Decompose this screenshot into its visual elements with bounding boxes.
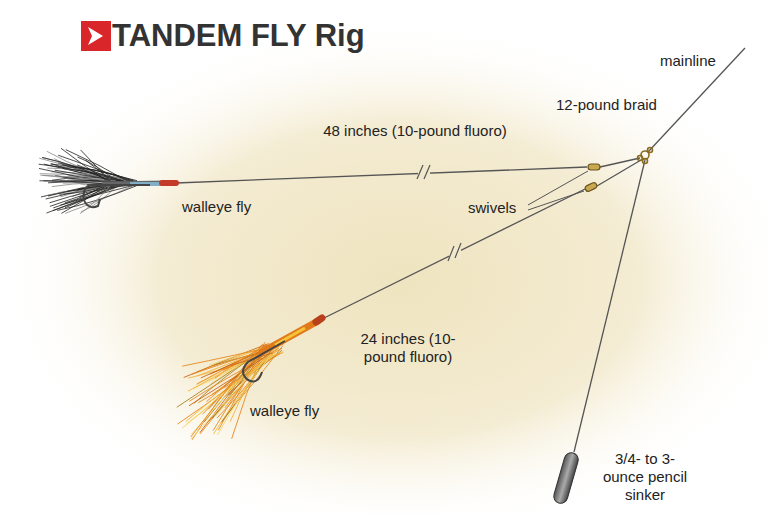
walleye-fly-orange <box>177 318 322 440</box>
swivels-leader <box>528 191 584 210</box>
break-mark <box>417 165 423 179</box>
diagram-title: TANDEM FLY Rig <box>112 19 365 53</box>
fly-rib <box>275 328 305 345</box>
hair-stroke <box>58 163 137 181</box>
hair-stroke <box>42 157 113 182</box>
background-wash <box>0 20 770 513</box>
fly-body <box>262 321 318 352</box>
sinker-dropper <box>574 160 645 452</box>
hair-stroke <box>197 345 268 384</box>
part-label: walleye fly <box>182 198 277 216</box>
break-gap <box>418 166 430 178</box>
swivel-arm <box>597 160 641 186</box>
logo-chevron <box>88 27 103 45</box>
break-mark <box>424 165 430 179</box>
break-mark <box>448 246 454 261</box>
three-way-swivel <box>643 159 648 164</box>
part-label: 48 inches (10-pound fluoro) <box>290 122 540 140</box>
part-label: walleye fly <box>250 402 345 420</box>
break-mark <box>455 243 461 258</box>
pencil-sinker <box>552 451 580 505</box>
hair-stroke <box>58 167 133 181</box>
leader-24 <box>320 189 585 320</box>
barrel-swivel <box>588 164 600 170</box>
part-label: 24 inches (10-pound fluoro) <box>342 330 474 366</box>
barrel-swivel <box>584 182 597 193</box>
part-label: mainline <box>660 52 750 70</box>
fly-hook <box>243 341 285 381</box>
logo-box <box>81 21 111 51</box>
hair-stroke <box>189 348 279 406</box>
hair-stroke <box>228 351 277 392</box>
leader-48 <box>176 167 587 183</box>
fly-head <box>162 180 176 186</box>
fly-head <box>316 318 322 322</box>
fly-body <box>102 183 168 184</box>
part-label: 3/4- to 3-ounce pencil sinker <box>596 450 694 504</box>
walleye-fly-black <box>39 148 176 213</box>
hair-stroke <box>191 351 273 439</box>
part-label: 12-pound braid <box>556 96 671 114</box>
part-label: swivels <box>468 199 528 217</box>
three-way-swivel <box>648 148 653 153</box>
hair-stroke <box>77 165 124 182</box>
three-way-swivel <box>638 156 643 161</box>
swivel-arm <box>600 158 640 167</box>
fly-hook <box>84 185 150 207</box>
